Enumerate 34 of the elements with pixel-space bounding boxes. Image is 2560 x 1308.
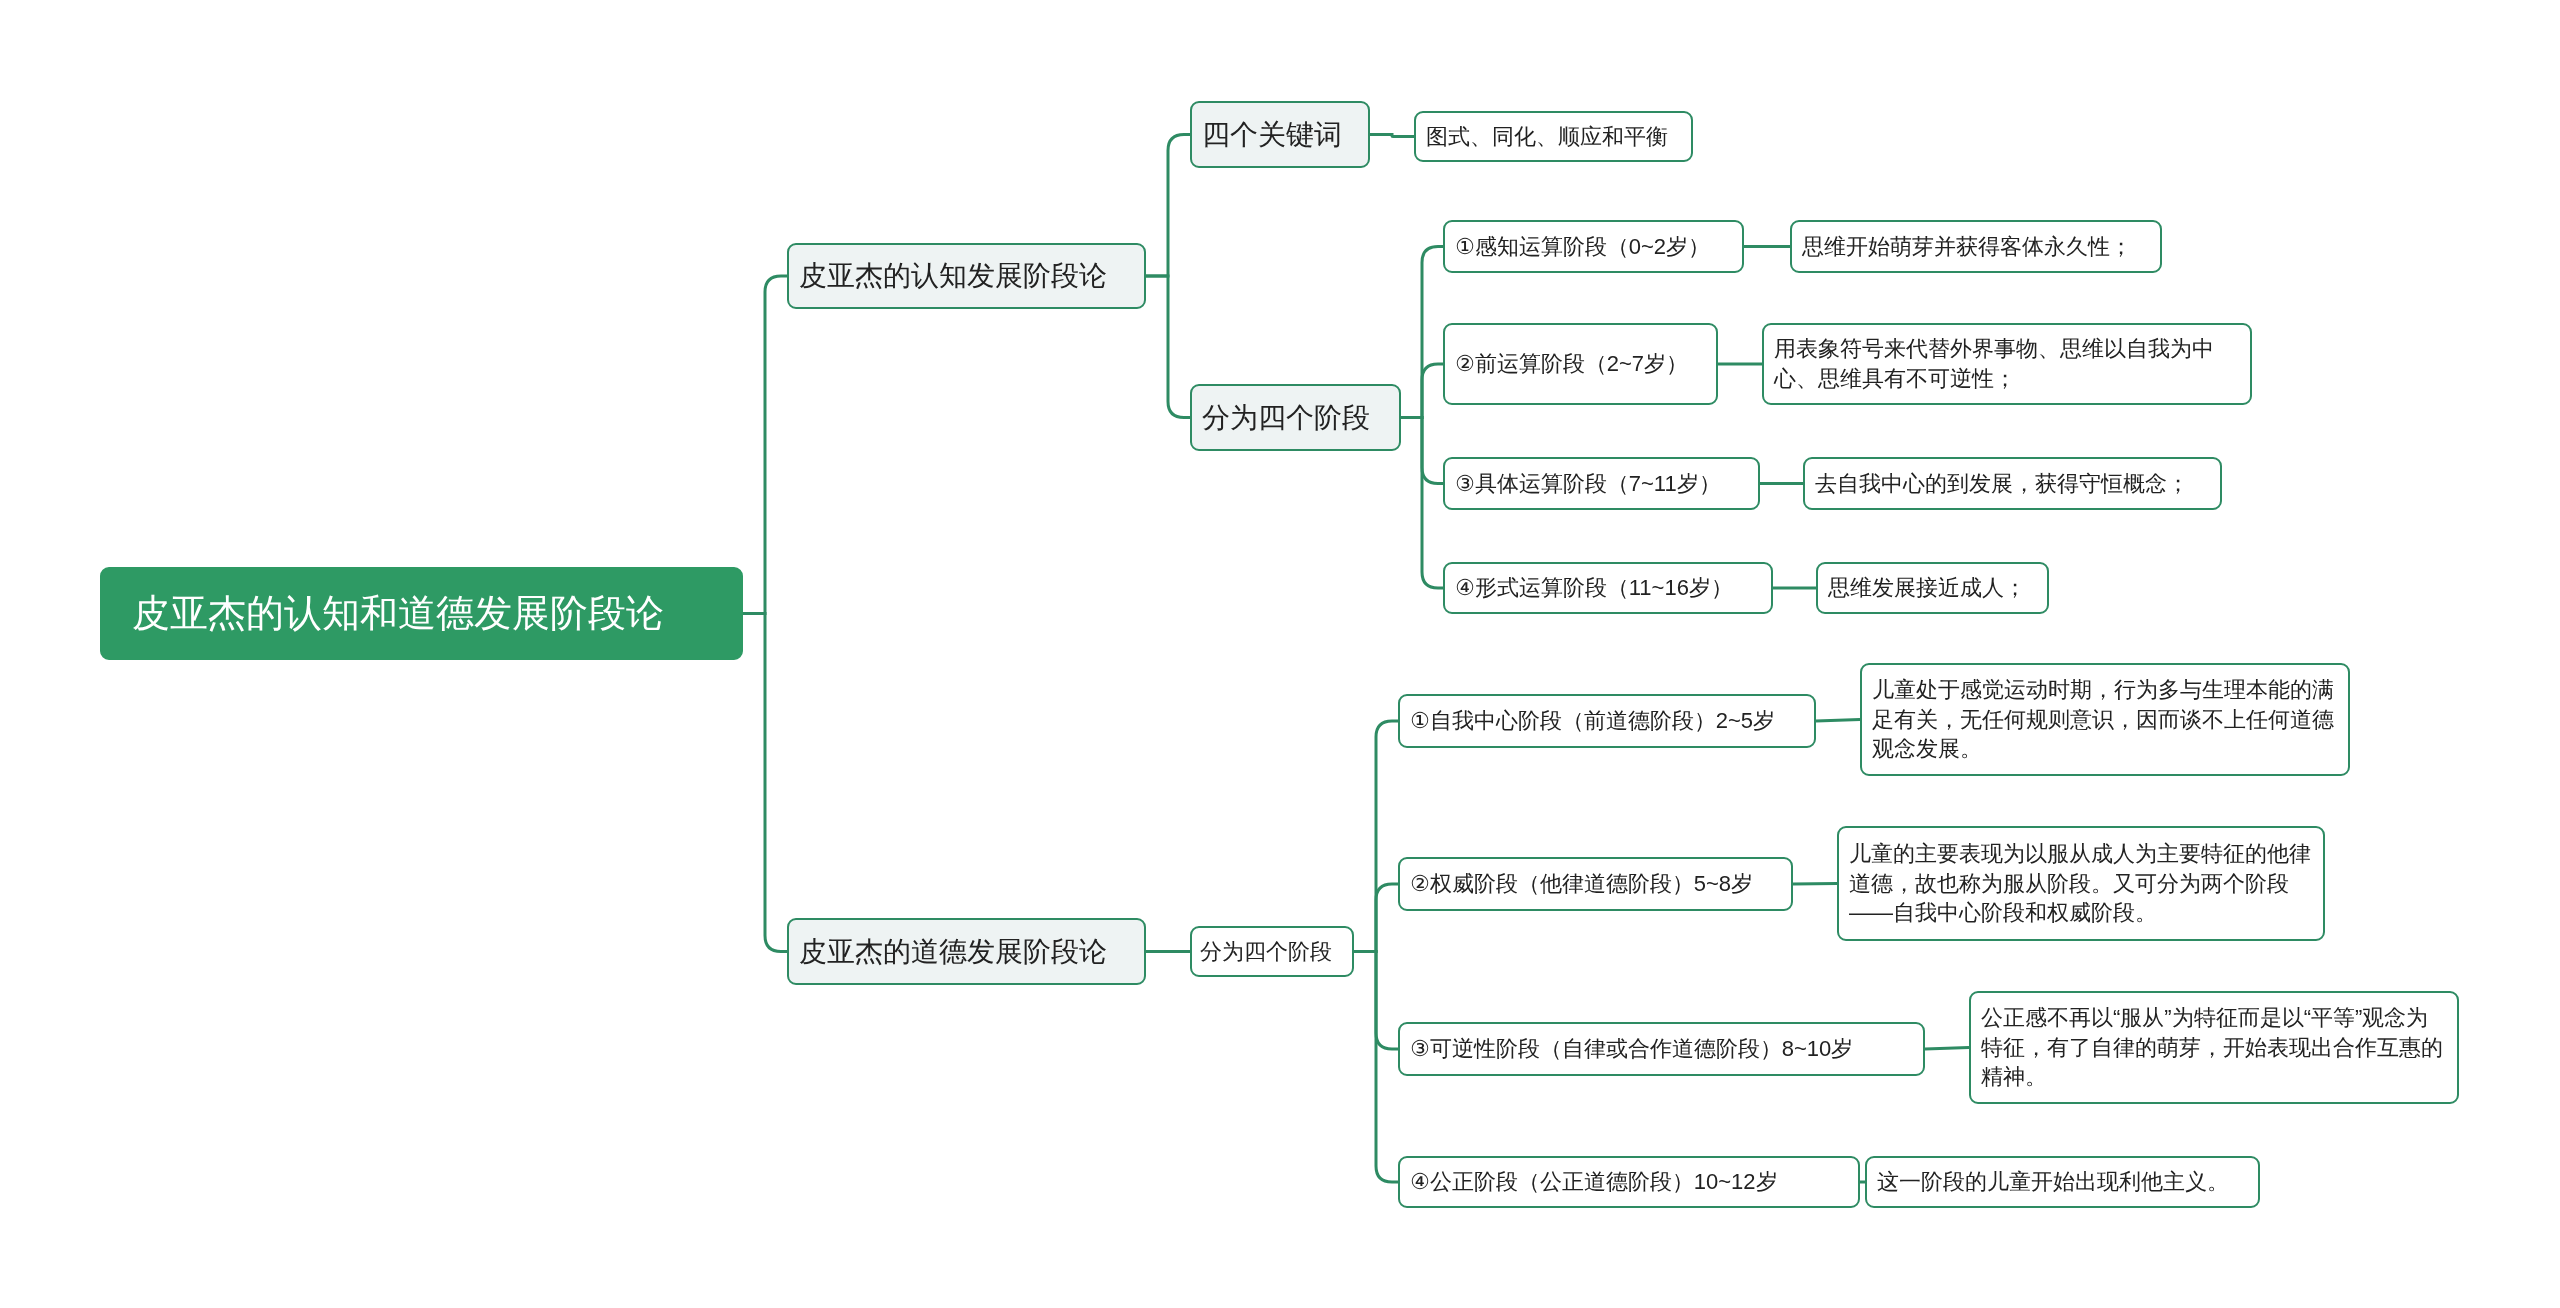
stage-box: ④公正阶段（公正道德阶段）10~12岁 [1398,1156,1860,1208]
stage-box: ③可逆性阶段（自律或合作道德阶段）8~10岁 [1398,1022,1925,1076]
topic-box: 分为四个阶段 [1190,926,1354,977]
leaf-box: 这一阶段的儿童开始出现利他主义。 [1865,1156,2260,1208]
leaf-box: 思维发展接近成人； [1816,562,2049,614]
leaf-box: 去自我中心的到发展，获得守恒概念； [1803,457,2222,510]
connector-line [1924,1046,1970,1051]
stage-box: ①感知运算阶段（0~2岁） [1443,220,1744,273]
connector-line [1760,482,1803,485]
connector-line [1401,416,1443,590]
topic-box: 分为四个阶段 [1190,384,1401,451]
connector-line [1370,133,1414,138]
topic-box: 四个关键词 [1190,101,1370,168]
connector-line [1718,362,1762,366]
title-box: 皮亚杰的认知和道德发展阶段论 [100,567,743,660]
leaf-box: 儿童处于感觉运动时期，行为多与生理本能的满足有关，无任何规则意识，因而谈不上任何道德观念发展。 [1860,663,2350,776]
stage-box: ③具体运算阶段（7~11岁） [1443,457,1760,510]
topic-box: 皮亚杰的道德发展阶段论 [787,918,1146,985]
leaf-box: 思维开始萌芽并获得客体永久性； [1790,220,2162,273]
connector-line [1773,586,1816,590]
connector-line [1793,882,1837,886]
stage-box: ②前运算阶段（2~7岁） [1443,323,1718,405]
leaf-box: 用表象符号来代替外界事物、思维以自我为中心、思维具有不可逆性； [1762,323,2252,405]
stage-box: ②权威阶段（他律道德阶段）5~8岁 [1398,857,1793,911]
stage-box: ④形式运算阶段（11~16岁） [1443,562,1773,614]
connector-line [1146,950,1190,953]
topic-box: 皮亚杰的认知发展阶段论 [787,243,1146,309]
connector-line [1815,718,1861,723]
connector-line [1860,1180,1865,1184]
leaf-box: 公正感不再以“服从”为特征而是以“平等”观念为特征，有了自律的萌芽，开始表现出合作互惠的精神。 [1969,991,2459,1104]
leaf-box: 图式、同化、顺应和平衡 [1414,111,1693,162]
connector-line [1744,245,1790,248]
stage-box: ①自我中心阶段（前道德阶段）2~5岁 [1398,694,1816,748]
leaf-box: 儿童的主要表现为以服从成人为主要特征的他律道德，故也称为服从阶段。又可分为两个阶段——自我中心阶段和权威阶段。 [1837,826,2325,941]
